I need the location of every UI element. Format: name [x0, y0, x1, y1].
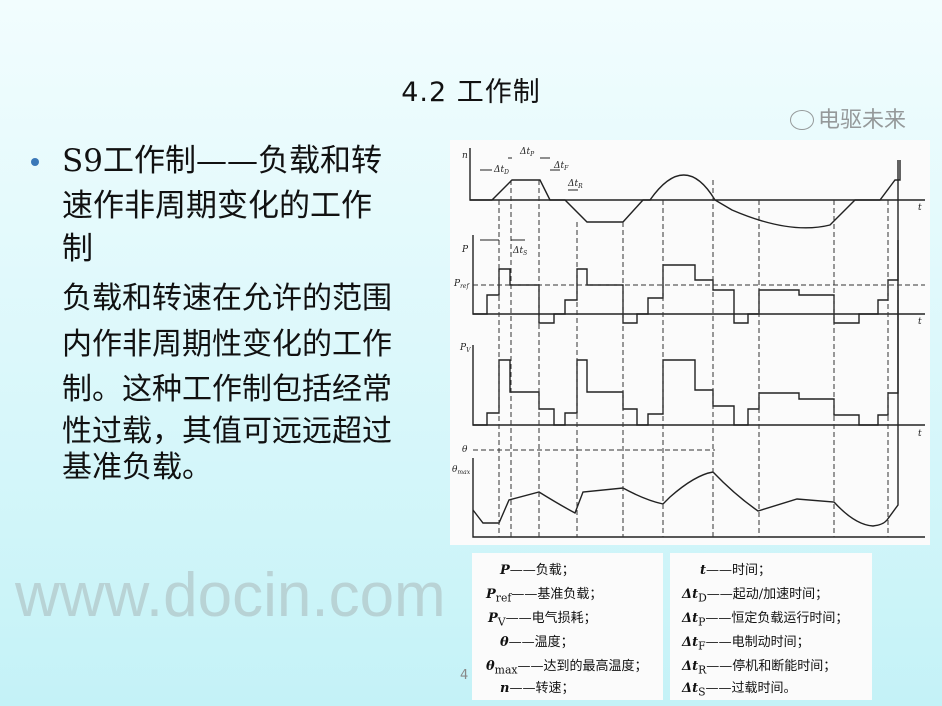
legend-left: P——负载； Pref——基准负载； PV——电气损耗； θ——温度； θmax…	[472, 553, 663, 700]
legend-item: θmax——达到的最高温度；	[486, 659, 648, 677]
pv-label: PV	[459, 343, 471, 354]
paragraph-line-5: 基准负载。	[62, 450, 212, 485]
p-axis	[472, 235, 925, 315]
n-axis	[469, 148, 925, 201]
interval-arrows	[480, 157, 578, 241]
legend-item: t——时间；	[700, 563, 772, 578]
dtS-label: ΔtS	[512, 246, 527, 257]
dtD-label: ΔtD	[493, 165, 509, 176]
legend-item: n——转速；	[500, 681, 575, 696]
dtP-label: ΔtP	[519, 147, 535, 158]
paragraph-line-2: 内作非周期性变化的工作	[62, 327, 392, 362]
bullet-line-2: 速作非周期变化的工作	[62, 188, 372, 224]
legend-item: ΔtF——电制动时间；	[682, 635, 810, 653]
pv-axis	[472, 345, 925, 426]
legend-item: ΔtP——恒定负载运行时间；	[682, 611, 849, 629]
theta-axis	[472, 458, 925, 538]
page-number: 4	[460, 668, 469, 683]
legend-right: t——时间； ΔtD——起动/加速时间； ΔtP——恒定负载运行时间； ΔtF—…	[670, 553, 872, 700]
time-marker-lines	[498, 180, 889, 537]
legend-item: Pref——基准负载；	[486, 587, 603, 605]
theta-label: θ	[462, 445, 468, 455]
slide-title: 4.2 工作制	[401, 77, 541, 108]
t-label-2: t	[918, 317, 922, 327]
dtF-label: ΔtF	[553, 161, 569, 172]
p-label: P	[461, 245, 469, 255]
bullet-line-1: S9工作制——负载和转	[62, 143, 382, 179]
docin-watermark: www.docin.com	[15, 561, 446, 630]
wechat-icon	[790, 110, 814, 130]
paragraph-line-1: 负载和转速在允许的范围	[62, 281, 392, 316]
pref-label: Pref	[453, 279, 470, 290]
speed-curve	[470, 160, 901, 229]
bullet-dot	[31, 158, 39, 166]
legend-item: ΔtR——停机和断能时间；	[682, 659, 837, 677]
legend-item: PV——电气损耗；	[488, 611, 597, 629]
bullet-line-3: 制	[62, 231, 93, 267]
legend-item: P——负载；	[500, 563, 575, 578]
s9-duty-diagram: n t t t ΔtD ΔtP ΔtF ΔtR ΔtS P Pref PV θ …	[450, 140, 930, 545]
n-label: n	[462, 151, 468, 161]
paragraph-line-3: 制。这种工作制包括经常	[62, 372, 392, 407]
wechat-watermark: 电驱未来	[790, 108, 906, 134]
legend-item: ΔtD——起动/加速时间；	[682, 587, 829, 605]
legend-item: θ——温度；	[500, 635, 574, 650]
legend-item: ΔtS——过载时间。	[682, 681, 797, 699]
theta-max-label: θmax	[452, 465, 471, 476]
t-label-3: t	[918, 429, 922, 439]
t-label-1: t	[918, 203, 922, 213]
paragraph-line-4: 性过载，其值可远远超过	[62, 414, 392, 449]
temperature-curve	[472, 160, 899, 527]
loss-curve	[473, 290, 899, 426]
dtR-label: ΔtR	[567, 179, 583, 190]
